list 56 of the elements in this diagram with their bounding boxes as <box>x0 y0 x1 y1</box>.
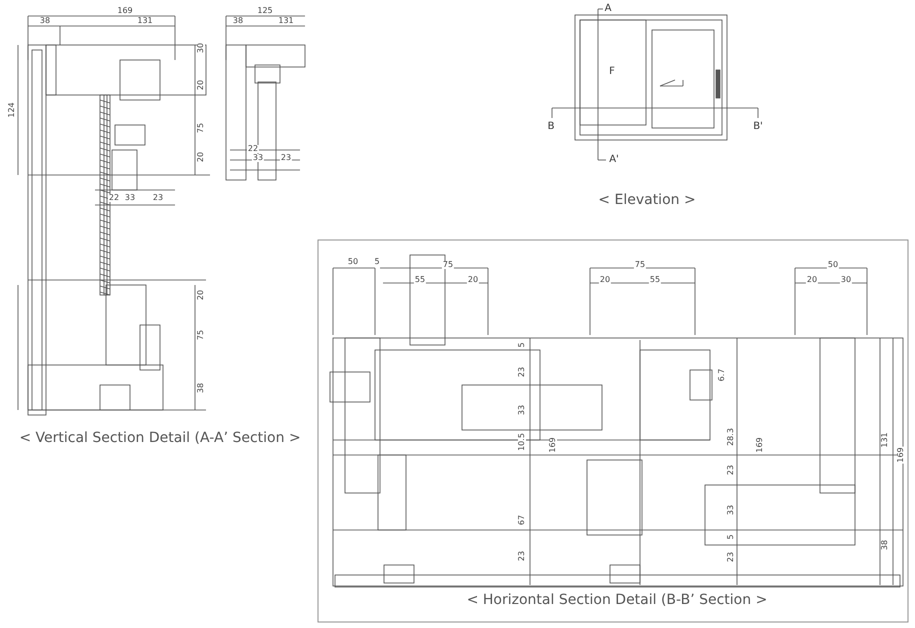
dimension-value: 38 <box>197 382 205 394</box>
dimension-value: 28.3 <box>727 427 735 447</box>
dimension-value: 23 <box>518 366 526 378</box>
dimension-value: 75 <box>197 122 205 134</box>
dimension-value: 67 <box>518 514 526 526</box>
dimension-value: 75 <box>197 328 205 342</box>
dimension-value: 5 <box>727 533 735 541</box>
dimension-value: 23 <box>518 550 526 562</box>
dimension-value: 131 <box>881 431 889 449</box>
dimension-value: 169 <box>116 7 134 15</box>
dimension-value: 55 <box>414 276 426 284</box>
dimension-value: 5 <box>518 341 526 349</box>
dimension-value: 6.7 <box>718 368 726 382</box>
dimension-value: 33 <box>124 194 136 202</box>
dimension-value: 23 <box>727 464 735 476</box>
dimension-value: 20 <box>466 276 480 284</box>
dimension-value: 23 <box>727 550 735 564</box>
dimension-value: 20 <box>598 276 612 284</box>
dimension-value: 55 <box>648 276 662 284</box>
dimension-value: 75 <box>442 261 454 269</box>
dimension-value: 38 <box>38 17 52 25</box>
dimension-value: 20 <box>197 150 205 164</box>
section-label: B <box>546 122 556 132</box>
section-label: A' <box>608 155 620 165</box>
dimension-value: 131 <box>277 17 295 25</box>
dimension-value: 125 <box>256 7 274 15</box>
figure-caption: < Horizontal Section Detail (B-B’ Section > <box>466 593 768 607</box>
dimension-value: 30 <box>197 42 205 54</box>
dimension-value: 5 <box>373 258 381 266</box>
dimension-value: 131 <box>136 17 154 25</box>
dimension-value: 50 <box>346 258 360 266</box>
dimension-value: 33 <box>727 504 735 516</box>
figure-caption: < Vertical Section Detail (A-A’ Section > <box>19 431 301 445</box>
dimension-value: 38 <box>232 17 244 25</box>
figure-caption: < Elevation > <box>598 193 696 207</box>
dimension-value: 20 <box>197 78 205 92</box>
section-label: B' <box>752 122 764 132</box>
section-label: A <box>604 4 612 14</box>
dimension-value: 30 <box>840 276 852 284</box>
dimension-value: 22 <box>246 145 260 153</box>
dimension-value: 33 <box>252 154 264 162</box>
section-label: F <box>608 67 616 77</box>
dimension-value: 20 <box>806 276 818 284</box>
dimension-value: 23 <box>152 194 164 202</box>
dimension-value: 10.5 <box>518 432 526 452</box>
dimension-value: 75 <box>634 261 646 269</box>
dimension-value: 22 <box>108 194 120 202</box>
dimension-value: 23 <box>280 154 292 162</box>
dimension-value: 124 <box>8 101 16 119</box>
dimension-value: 169 <box>549 436 557 454</box>
dimension-value: 169 <box>897 446 905 464</box>
dimension-value: 50 <box>826 261 840 269</box>
dimension-value: 20 <box>197 288 205 302</box>
dimension-value: 33 <box>518 404 526 416</box>
dimension-value: 38 <box>881 538 889 552</box>
dimension-value: 169 <box>756 436 764 454</box>
